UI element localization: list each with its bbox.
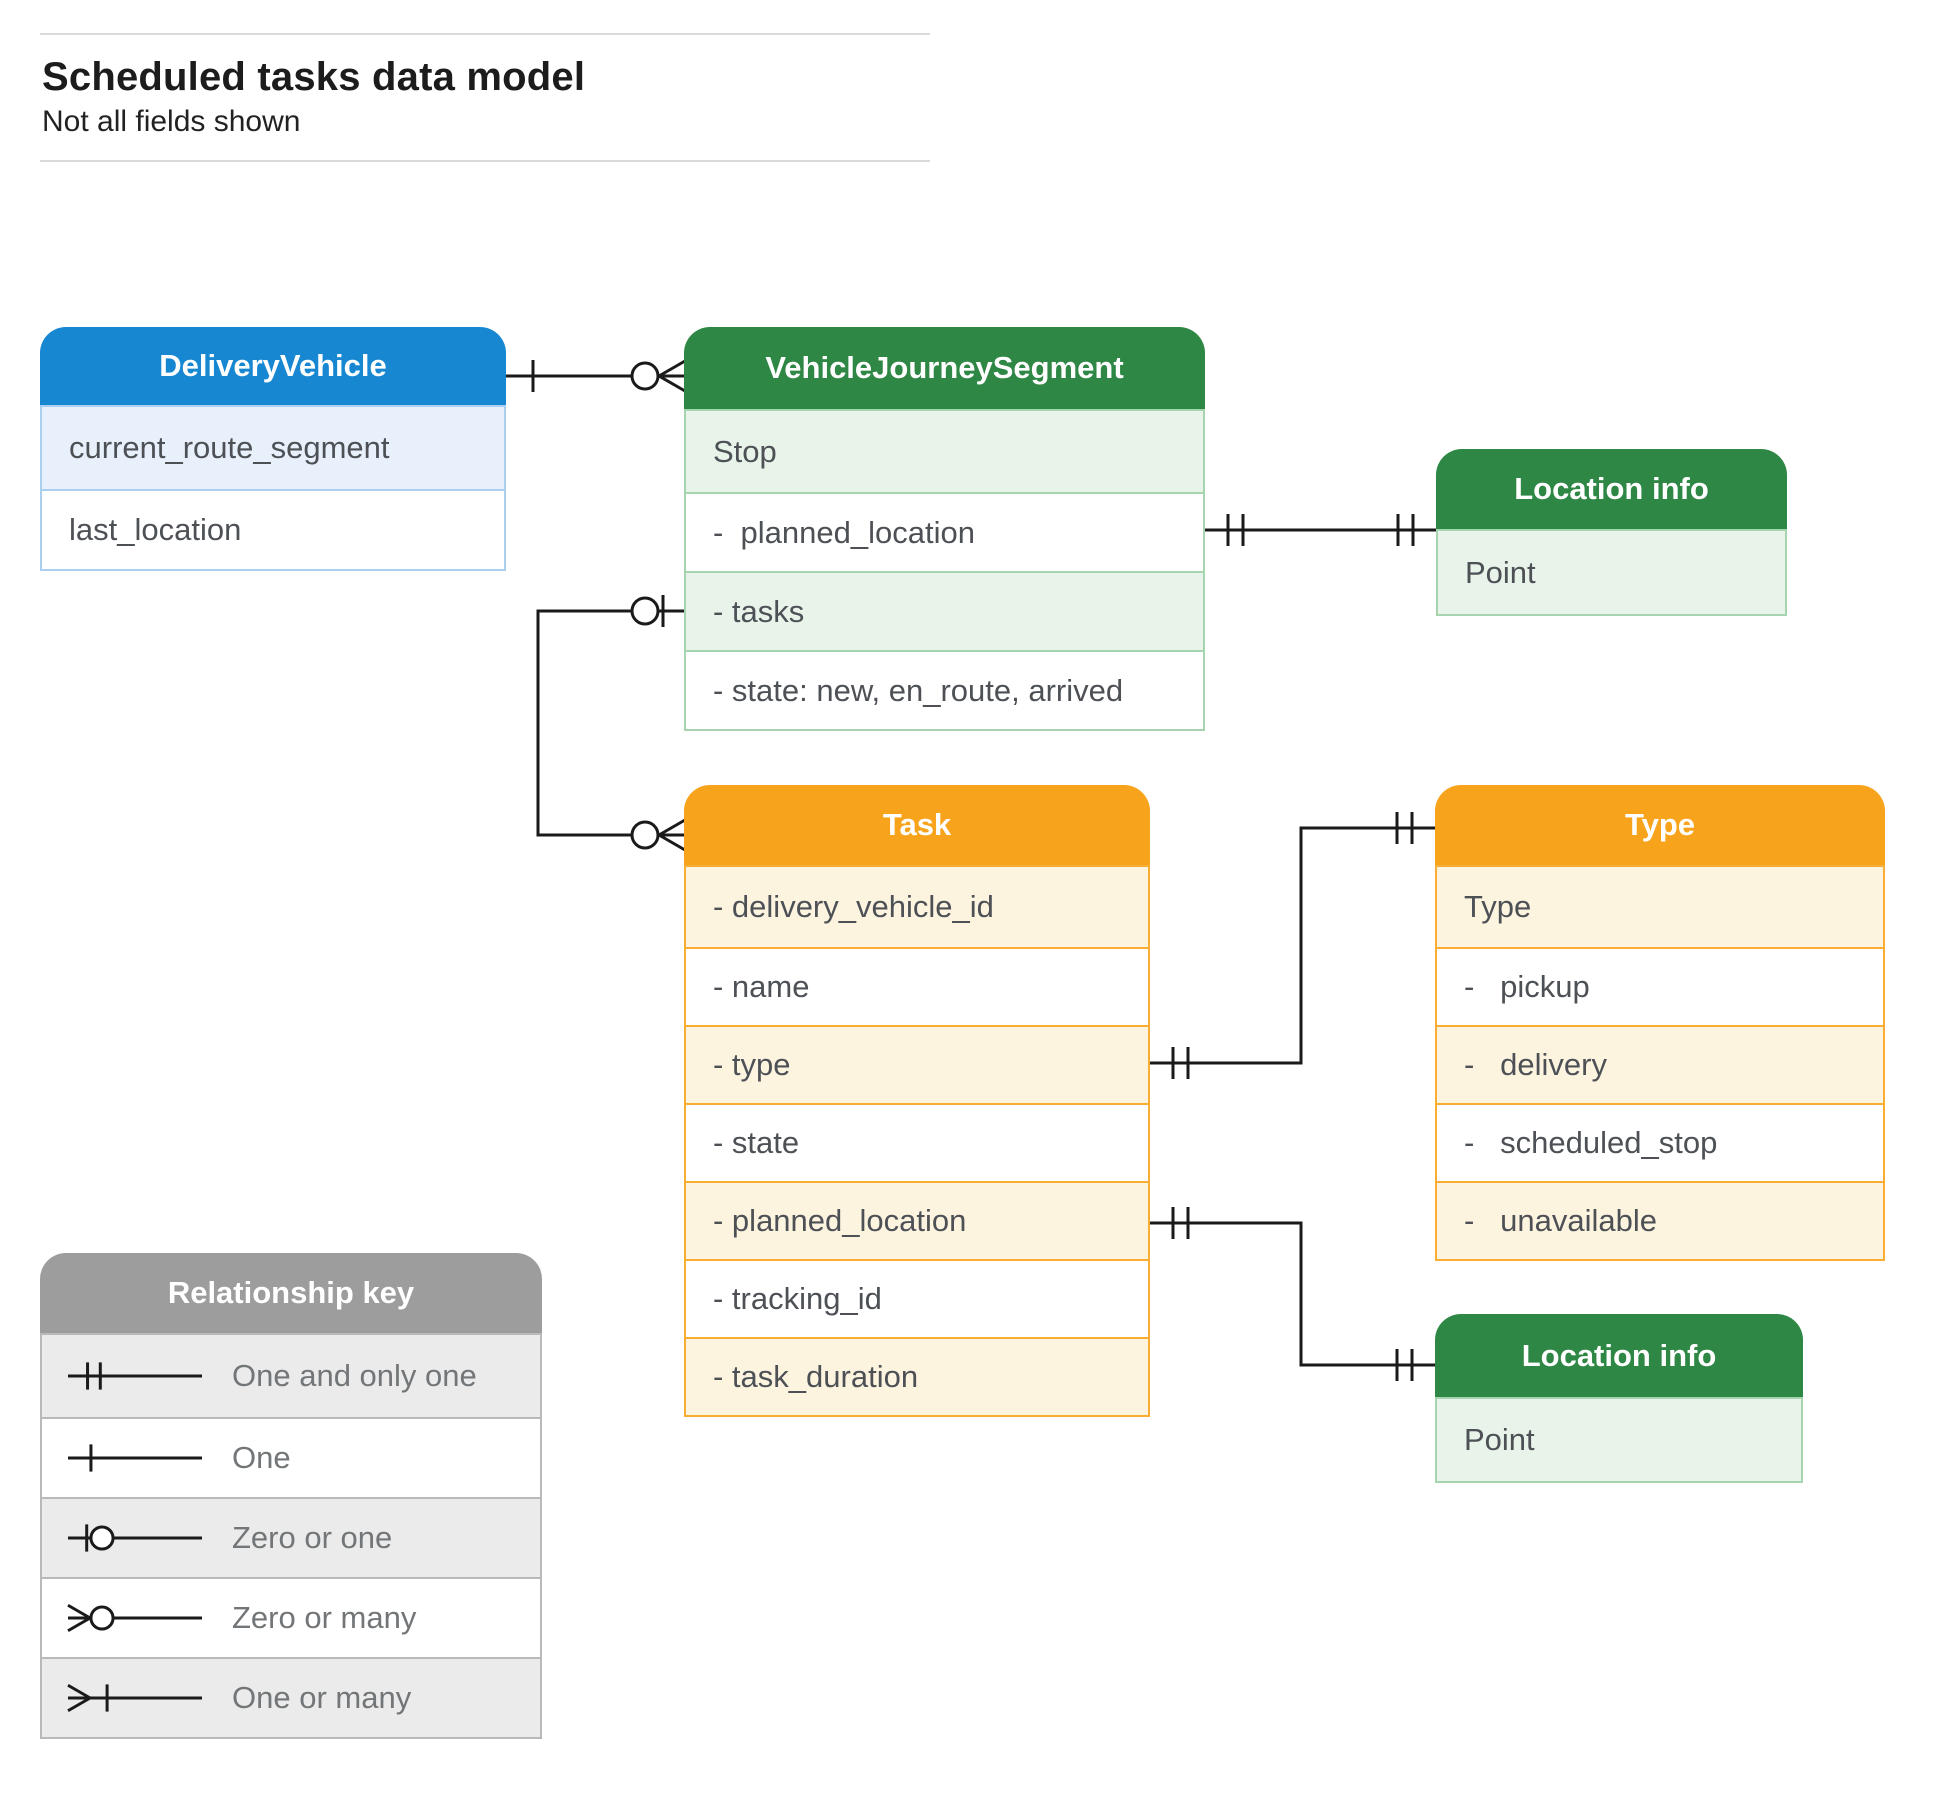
entity-row: - delivery_vehicle_id xyxy=(686,867,1148,947)
legend-label: Zero or many xyxy=(232,1600,417,1635)
entity-title: Location info xyxy=(1435,1314,1803,1397)
entity-row: Stop xyxy=(686,411,1203,492)
connector-task.planned_location-to-location-info-bottom xyxy=(1150,1207,1435,1381)
zero-or-one-symbol-icon xyxy=(68,1524,202,1552)
connector-task.type-to-type xyxy=(1150,812,1435,1079)
entity-field-list: - delivery_vehicle_id- name- type- state… xyxy=(684,865,1150,1417)
one-symbol-icon xyxy=(68,1444,202,1472)
entity-row: - scheduled_stop xyxy=(1437,1103,1883,1181)
entity-row: - tasks xyxy=(686,571,1203,650)
entity-field-list: Point xyxy=(1436,529,1787,616)
legend-row: One xyxy=(42,1417,540,1497)
legend-label: Zero or one xyxy=(232,1520,393,1555)
one-or-many-symbol-icon xyxy=(67,1683,202,1713)
entity-row: - type xyxy=(686,1025,1148,1103)
entity-row: - tracking_id xyxy=(686,1259,1148,1337)
entity-row: last_location xyxy=(42,489,504,569)
entity-row: - planned_location xyxy=(686,492,1203,571)
page-subtitle: Not all fields shown xyxy=(42,105,301,138)
one-and-only-one-symbol-icon xyxy=(68,1362,202,1390)
connector-delivery-vehicle-to-vehicle-journey-segment xyxy=(506,359,686,393)
entity-field-list: Type- pickup- delivery- scheduled_stop- … xyxy=(1435,865,1885,1261)
entity-row: Point xyxy=(1438,531,1785,614)
legend-row: Zero or one xyxy=(42,1497,540,1577)
page-title: Scheduled tasks data model xyxy=(42,55,586,99)
entity-title: VehicleJourneySegment xyxy=(684,327,1205,409)
legend-row: One or many xyxy=(42,1657,540,1737)
title-bottom-rule xyxy=(40,160,930,162)
entity-row: - unavailable xyxy=(1437,1181,1883,1259)
entity-row: - planned_location xyxy=(686,1181,1148,1259)
connector-vehicle-journey-segment.tasks-to-task xyxy=(536,595,686,852)
zero-or-many-symbol-icon xyxy=(67,1603,202,1633)
connector-vehicle-journey-segment.planned_location-to-location-info-top xyxy=(1205,514,1436,546)
entity-row: - name xyxy=(686,947,1148,1025)
entity-title: Location info xyxy=(1436,449,1787,529)
relationship-key-title: Relationship key xyxy=(40,1253,542,1333)
entity-task: Task- delivery_vehicle_id- name- type- s… xyxy=(684,785,1150,1417)
entity-row: Point xyxy=(1437,1399,1801,1481)
entity-field-list: Point xyxy=(1435,1397,1803,1483)
legend-row: Zero or many xyxy=(42,1577,540,1657)
entity-title: DeliveryVehicle xyxy=(40,327,506,405)
entity-row: - delivery xyxy=(1437,1025,1883,1103)
entity-title: Type xyxy=(1435,785,1885,865)
entity-row: - state: new, en_route, arrived xyxy=(686,650,1203,729)
legend-label: One and only one xyxy=(232,1358,477,1393)
legend-row: One and only one xyxy=(42,1335,540,1417)
title-block: Scheduled tasks data model Not all field… xyxy=(42,52,585,142)
entity-row: current_route_segment xyxy=(42,407,504,489)
entity-row: - pickup xyxy=(1437,947,1883,1025)
entity-row: - task_duration xyxy=(686,1337,1148,1415)
entity-field-list: Stop- planned_location- tasks- state: ne… xyxy=(684,409,1205,731)
entity-row: Type xyxy=(1437,867,1883,947)
title-top-rule xyxy=(40,33,930,35)
legend-label: One xyxy=(232,1440,291,1475)
entity-row: - state xyxy=(686,1103,1148,1181)
legend-label: One or many xyxy=(232,1680,412,1715)
entity-title: Task xyxy=(684,785,1150,865)
